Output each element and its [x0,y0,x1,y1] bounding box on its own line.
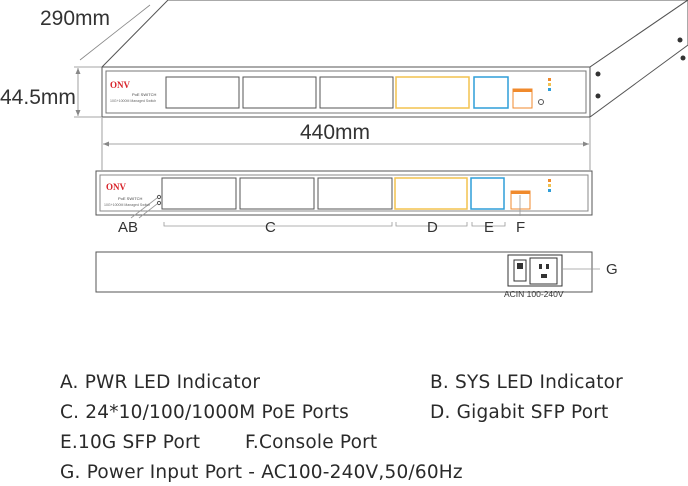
callout-c: C [265,219,276,236]
legend-b: B. SYS LED Indicator [430,372,623,393]
legend-a: A. PWR LED Indicator [60,372,261,393]
dimension-lines [74,4,591,170]
callout-d: D [427,219,438,236]
brand-logo-3d: ONV [110,80,131,90]
front-panel-brand: ONV PoE SWITCH 10G+1000M Managed Switch [104,182,150,207]
rear-panel [95,251,600,293]
front-panel [95,170,593,227]
width-dimension-label: 440mm [300,121,370,144]
model-label: PoE SWITCH [118,196,143,201]
legend-f: F.Console Port [245,432,378,453]
chassis-3d-view [100,0,688,118]
legend-c: C. 24*10/100/1000M PoE Ports [60,402,350,423]
callout-e: E [484,219,494,236]
sub-label-3d: 10G+1000M Managed Switch [110,99,156,103]
model-label-3d: PoE SWITCH [132,92,157,97]
callout-f: F [516,219,525,236]
depth-dimension-label: 290mm [40,7,110,30]
sub-label: 10G+1000M Managed Switch [104,203,150,207]
brand-logo: ONV [106,182,127,192]
callout-g: G [606,261,618,278]
legend-e: E.10G SFP Port [60,432,201,453]
legend-d: D. Gigabit SFP Port [430,402,609,423]
callout-ab: AB [118,219,138,236]
chassis-3d-brand: ONV PoE SWITCH 10G+1000M Managed Switch [110,80,157,103]
power-port-label: ACIN 100-240V [504,289,564,299]
height-dimension-label: 44.5mm [0,86,76,109]
legend-g: G. Power Input Port - AC100-240V,50/60Hz [60,462,463,483]
